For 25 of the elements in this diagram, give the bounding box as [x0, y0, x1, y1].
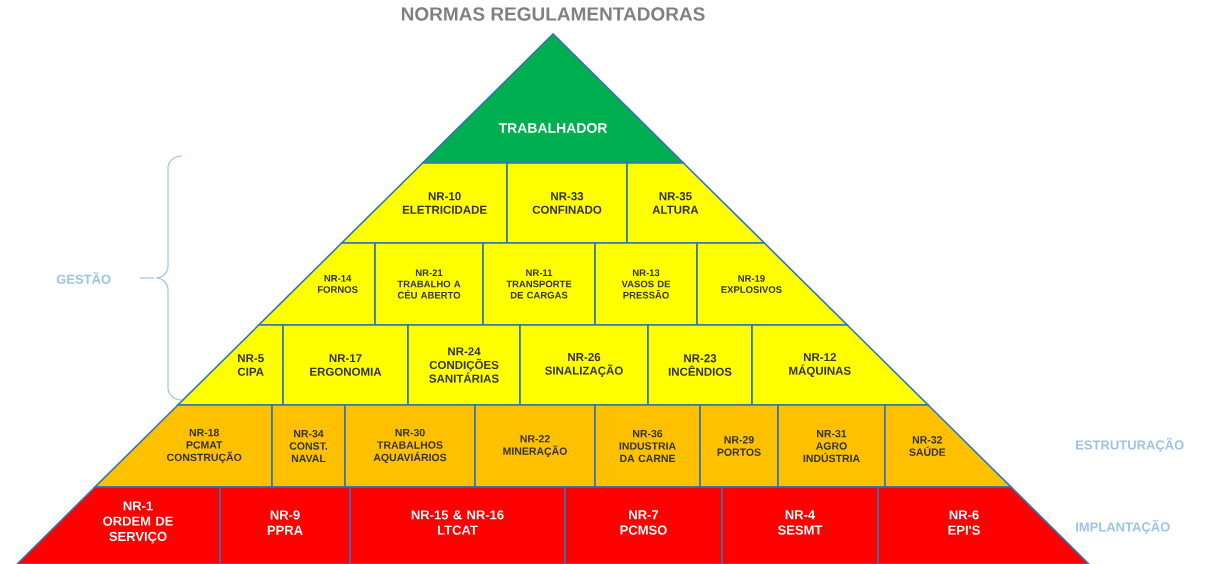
pyramid-cell: NR-23 INCÊNDIOS	[647, 324, 753, 406]
side-label: ESTRUTURAÇÃO	[1076, 437, 1184, 453]
side-label: GESTÃO	[56, 272, 111, 284]
pyramid-cell: NR-32 SAÚDE	[884, 404, 1013, 488]
pyramid-cell: NR-15 & NR-16 LTCAT	[349, 486, 566, 564]
pyramid-cell: NR-19 EXPLOSIVOS	[696, 242, 850, 326]
pyramid-cell: NR-22 MINERAÇÃO	[474, 404, 596, 488]
pyramid-cell: NR-26 SINALIZAÇÃO	[519, 324, 649, 406]
pyramid-cell: NR-21 TRABALHO A CÉU ABERTO	[374, 242, 484, 326]
title: NORMAS REGULAMENTADORAS	[401, 7, 705, 21]
pyramid-cell: NR-24 CONDIÇÕES SANITÁRIAS	[407, 324, 521, 406]
pyramid-cell: NR-29 PORTOS	[699, 404, 779, 488]
pyramid-cell: NR-7 PCMSO	[564, 486, 723, 564]
pyramid-cell: NR-36 INDUSTRIA DA CARNE	[594, 404, 701, 488]
pyramid-cell: NR-17 ERGONOMIA	[282, 324, 409, 406]
pyramid-cell: NR-30 TRABALHOS AQUAVIÁRIOS	[344, 404, 476, 488]
pyramid-cell: NR-12 MÁQUINAS	[751, 324, 931, 406]
pyramid-cell: NR-34 CONST. NAVAL	[271, 404, 346, 488]
pyramid-cell: NR-31 AGRO INDÚSTRIA	[777, 404, 886, 488]
pyramid-cell: NR-13 VASOS DE PRESSÃO	[594, 242, 698, 326]
pyramid-cell: NR-4 SESMT	[721, 486, 879, 564]
pyramid-cell: NR-35 ALTURA	[626, 162, 767, 244]
pyramid-cell: NR-11 TRANSPORTE DE CARGAS	[482, 242, 596, 326]
pyramid-cell: NR-33 CONFINADO	[506, 162, 628, 244]
pyramid-cell: NR-9 PPRA	[219, 486, 351, 564]
